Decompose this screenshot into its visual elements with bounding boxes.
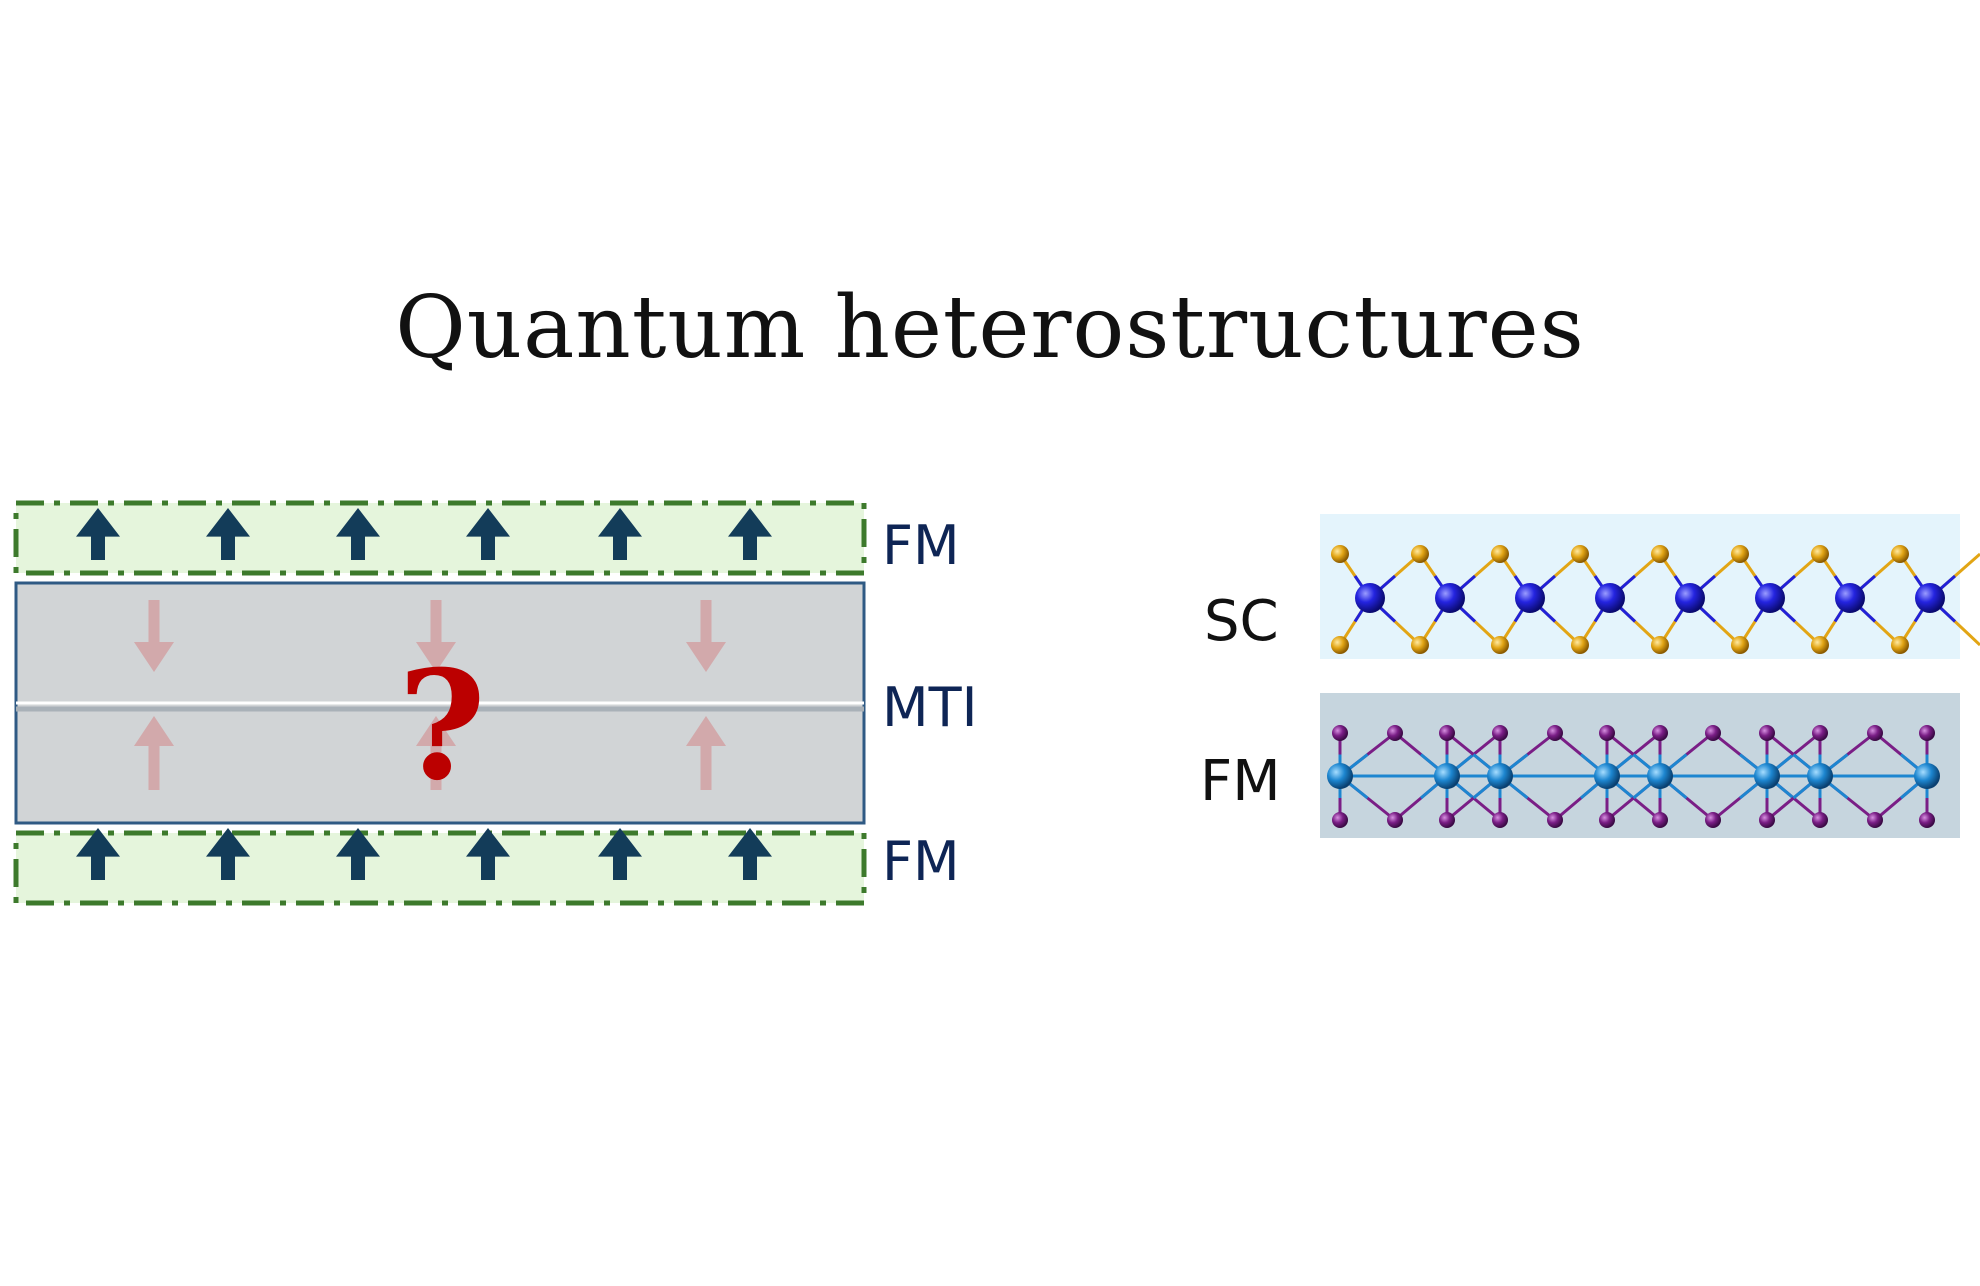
fm-bottom-label: FM [882,830,960,893]
atom-ball-icon [1647,763,1673,789]
atom-ball-icon [1327,763,1353,789]
atom-ball-icon [1651,545,1669,563]
fm-crystal-label: FM [1200,749,1281,814]
fm-crystal-structure [1320,693,1960,838]
up-arrow-icon [416,716,456,790]
atom-ball-icon [1759,725,1775,741]
up-arrow-icon [134,716,174,790]
atom-ball-icon [1435,583,1465,613]
atom-ball-icon [1754,763,1780,789]
atom-ball-icon [1731,636,1749,654]
atom-ball-icon [1914,763,1940,789]
atom-ball-icon [1439,725,1455,741]
atom-ball-icon [1387,725,1403,741]
up-arrow-icon [686,716,726,790]
sc-label: SC [1204,589,1279,654]
atom-ball-icon [1867,812,1883,828]
atom-ball-icon [1599,725,1615,741]
atom-ball-icon [1675,583,1705,613]
atom-ball-icon [1919,725,1935,741]
atom-ball-icon [1492,812,1508,828]
atom-ball-icon [1487,763,1513,789]
atom-ball-icon [1812,812,1828,828]
up-arrow-icon [598,508,642,560]
atom-ball-icon [1434,763,1460,789]
mti-layer: ? [14,581,866,825]
atom-ball-icon [1812,725,1828,741]
up-arrow-icon [466,828,510,880]
fm-layer-bottom [13,828,867,906]
atom-ball-icon [1571,636,1589,654]
atom-ball-icon [1411,545,1429,563]
atom-ball-icon [1492,725,1508,741]
atom-ball-icon [1515,583,1545,613]
up-arrow-icon [728,508,772,560]
atom-ball-icon [1332,812,1348,828]
up-arrow-icon [206,508,250,560]
atom-ball-icon [1919,812,1935,828]
up-arrow-icon [728,828,772,880]
atom-ball-icon [1891,636,1909,654]
atom-ball-icon [1652,725,1668,741]
question-mark-icon: ? [398,638,486,814]
atom-ball-icon [1867,725,1883,741]
mti-label: MTI [882,676,978,739]
atom-ball-icon [1811,636,1829,654]
atom-ball-icon [1331,636,1349,654]
atom-ball-icon [1811,545,1829,563]
atom-ball-icon [1571,545,1589,563]
atom-ball-icon [1594,763,1620,789]
up-arrow-icon [598,828,642,880]
atom-ball-icon [1547,812,1563,828]
atom-ball-icon [1547,725,1563,741]
atom-ball-icon [1651,636,1669,654]
atom-ball-icon [1705,725,1721,741]
down-arrow-icon [416,600,456,672]
atom-ball-icon [1652,812,1668,828]
atom-ball-icon [1387,812,1403,828]
fm-layer-top [13,500,867,576]
atom-ball-icon [1439,812,1455,828]
atom-ball-icon [1491,545,1509,563]
atom-ball-icon [1835,583,1865,613]
atom-ball-icon [1331,545,1349,563]
sc-crystal-structure [1320,514,1980,659]
atom-ball-icon [1599,812,1615,828]
up-arrow-icon [336,508,380,560]
atom-ball-icon [1759,812,1775,828]
atom-ball-icon [1595,583,1625,613]
atom-ball-icon [1891,545,1909,563]
atom-ball-icon [1355,583,1385,613]
up-arrow-icon [76,508,120,560]
up-arrow-icon [336,828,380,880]
atom-ball-icon [1731,545,1749,563]
down-arrow-icon [686,600,726,672]
atom-ball-icon [1915,583,1945,613]
atom-ball-icon [1491,636,1509,654]
up-arrow-icon [76,828,120,880]
down-arrow-icon [134,600,174,672]
atom-ball-icon [1807,763,1833,789]
atom-ball-icon [1755,583,1785,613]
page-title: Quantum heterostructures [395,278,1585,378]
fm-top-label: FM [882,514,960,577]
atom-ball-icon [1411,636,1429,654]
atom-ball-icon [1705,812,1721,828]
up-arrow-icon [466,508,510,560]
up-arrow-icon [206,828,250,880]
atom-ball-icon [1332,725,1348,741]
